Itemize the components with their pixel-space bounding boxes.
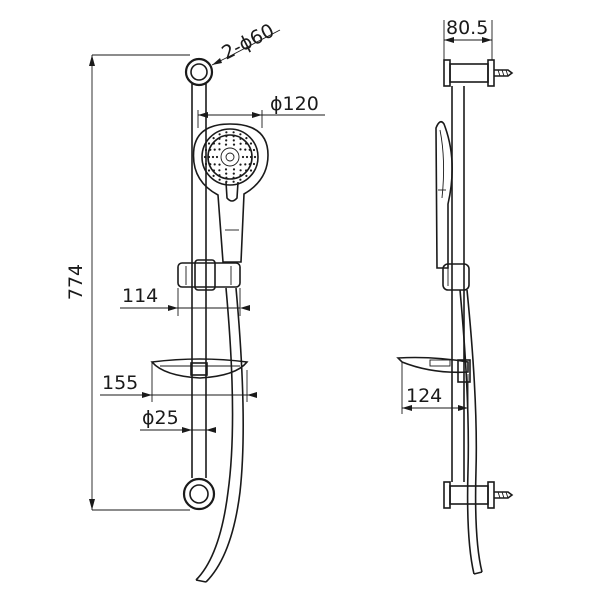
nozzle-dot (239, 142, 242, 145)
dim-80-5-label: 80.5 (446, 17, 488, 39)
projection-dimension: 80.5 (443, 17, 493, 60)
nozzle-dot (213, 163, 216, 166)
spray-nozzles (203, 131, 257, 183)
nozzle-dot (232, 176, 235, 179)
nozzle-dot (207, 155, 211, 159)
nozzle-dot (248, 163, 251, 166)
dim-114-label: 114 (122, 285, 158, 307)
nozzle-dot (212, 169, 215, 172)
nozzle-dot (252, 162, 256, 166)
nozzle-dot (239, 169, 242, 172)
slider-offset-dimension: 114 (120, 285, 250, 316)
nozzle-dot (207, 169, 211, 172)
nozzle-dot (209, 148, 212, 151)
nozzle-dot (245, 137, 248, 140)
dim-phi-25-label: ϕ25 (142, 407, 179, 429)
front-view: 774 2-ϕ60 ϕ120 (65, 20, 325, 583)
nozzle-dot (232, 180, 235, 183)
shower-rail (191, 84, 207, 478)
nozzle-dot (218, 133, 221, 136)
side-soap-dish (396, 356, 471, 383)
nozzle-dot (239, 163, 242, 166)
dim-phi-120-label: ϕ120 (270, 93, 319, 115)
dim-124-label: 124 (406, 385, 442, 407)
soap-dish-dimension: 155 (100, 362, 257, 402)
nozzle-dot (218, 178, 221, 181)
nozzle-dot (252, 148, 256, 152)
nozzle-dot (218, 148, 221, 151)
bottom-wall-mount (182, 477, 216, 511)
nozzle-dot (253, 155, 257, 159)
nozzle-dot (218, 142, 221, 145)
soap-dish-depth-dimension: 124 (401, 362, 469, 414)
soap-dish (150, 358, 249, 379)
nozzle-dot (245, 142, 248, 145)
nozzle-dot (212, 142, 215, 145)
hand-shower-head (192, 123, 269, 263)
side-top-mount (443, 59, 514, 87)
side-hose (459, 289, 483, 575)
nozzle-dot (211, 155, 215, 159)
nozzle-dot (248, 148, 251, 151)
nozzle-dot (244, 148, 247, 151)
rail-diameter-dimension: ϕ25 (140, 407, 216, 433)
nozzle-dot (232, 143, 236, 146)
nozzle-dot (218, 137, 221, 140)
shower-hose (195, 287, 244, 583)
nozzle-dot (239, 133, 242, 136)
wall-mount-dimension: 2-ϕ60 (211, 20, 281, 66)
nozzle-dot (225, 176, 228, 179)
nozzle-dot (249, 169, 253, 172)
side-view: 80.5 (396, 17, 514, 575)
side-rail (451, 86, 465, 482)
nozzle-dot (218, 169, 221, 172)
overall-height-dimension: 774 (65, 54, 190, 511)
nozzle-dot (225, 131, 228, 134)
head-diameter-dimension: ϕ120 (197, 93, 325, 128)
nozzle-dot (245, 155, 249, 159)
nozzle-dot (207, 142, 211, 145)
slider-bracket (177, 259, 241, 291)
side-hand-shower (435, 120, 453, 269)
nozzle-dot (249, 155, 253, 159)
nozzle-dot (239, 137, 242, 140)
nozzle-dot (209, 163, 212, 166)
nozzle-dot (204, 162, 208, 166)
nozzle-dot (204, 148, 208, 152)
nozzle-dot (215, 155, 219, 159)
nozzle-dot (249, 142, 253, 145)
nozzle-dot (218, 174, 221, 177)
nozzle-dot (218, 163, 221, 166)
nozzle-dot (232, 168, 236, 171)
nozzle-dot (213, 148, 216, 151)
nozzle-dot (203, 155, 207, 159)
nozzle-dot (232, 135, 235, 138)
nozzle-dot (225, 172, 228, 175)
side-slider (442, 263, 470, 291)
nozzle-dot (224, 168, 228, 171)
nozzle-dot (232, 172, 235, 175)
nozzle-dot (225, 139, 228, 142)
dim-2-phi-60-label: 2-ϕ60 (218, 20, 278, 65)
nozzle-dot (225, 135, 228, 138)
nozzle-dot (244, 163, 247, 166)
nozzle-dot (212, 174, 215, 177)
nozzle-dot (241, 155, 245, 159)
nozzle-dot (212, 137, 215, 140)
nozzle-dot (224, 143, 228, 146)
nozzle-dot (245, 169, 248, 172)
nozzle-dot (239, 148, 242, 151)
nozzle-dot (232, 139, 235, 142)
nozzle-dot (245, 174, 248, 177)
side-bottom-mount (443, 481, 514, 509)
dim-155-label: 155 (102, 372, 138, 394)
nozzle-dot (232, 131, 235, 134)
top-wall-mount (184, 57, 214, 87)
nozzle-dot (239, 178, 242, 181)
nozzle-dot (239, 174, 242, 177)
dim-774-label: 774 (65, 264, 87, 300)
